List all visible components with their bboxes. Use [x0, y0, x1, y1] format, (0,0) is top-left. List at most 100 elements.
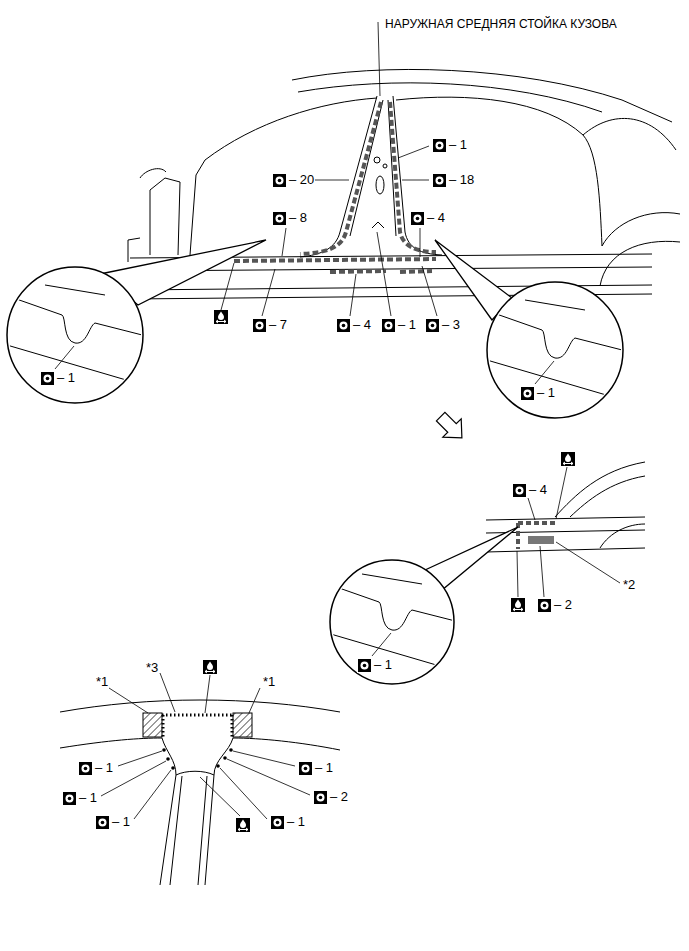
pillar-top-view: [60, 700, 340, 712]
detail-circle: [317, 630, 467, 674]
spot-weld: [171, 766, 175, 770]
note-mark-text: *3: [146, 660, 158, 676]
weld-band: [518, 521, 556, 525]
callout: – 4: [512, 482, 548, 498]
leader-line: [378, 22, 380, 96]
spot-weld-symbol: [99, 818, 107, 826]
callout: – 1: [270, 814, 306, 830]
weld-band: [400, 271, 432, 272]
detail-circle: [485, 310, 630, 358]
spot-weld-symbol: [44, 374, 52, 382]
brazing-symbol: [236, 818, 250, 832]
spot-weld-symbol: [258, 323, 262, 327]
rocker-rear-view: [570, 476, 645, 517]
callout: – 4: [410, 210, 446, 226]
spot-weld-symbol: [79, 762, 92, 775]
detail-circle: [480, 300, 630, 402]
spot-weld-symbol: [299, 762, 312, 775]
spot-weld-symbol: [433, 139, 446, 152]
spot-weld-symbol: [411, 212, 424, 225]
callout: – 1: [432, 137, 468, 153]
spot-weld-symbol: [273, 212, 286, 225]
callout-number: – 4: [427, 210, 445, 226]
note-mark: *2: [622, 577, 636, 593]
body-side-view: [383, 164, 387, 168]
spot-weld-symbol: [271, 816, 284, 829]
spot-weld-symbol: [543, 603, 547, 607]
callout: – 1: [298, 760, 334, 776]
detail-circle: [7, 267, 143, 403]
callout-number: – 3: [442, 317, 460, 333]
pillar-top-view: [198, 776, 207, 885]
note-mark: *1: [95, 674, 109, 690]
spot-weld-symbol: [387, 323, 391, 327]
callout-number: – 4: [529, 482, 547, 498]
spot-weld-symbol: [101, 820, 105, 824]
spot-weld-symbol: [429, 321, 437, 329]
spot-weld-symbol: [314, 791, 327, 804]
part-name-text: НАРУЖНАЯ СРЕДНЯЯ СТОЙКА КУЗОВА: [385, 16, 617, 32]
pillar-top-view: [233, 738, 340, 750]
spot-weld-symbol: [513, 484, 526, 497]
spot-weld-symbol: [358, 659, 371, 672]
weld-band: [330, 271, 386, 272]
callout-number: – 1: [537, 385, 555, 401]
brazing-symbol: [203, 660, 217, 674]
brazing-symbol: [511, 598, 525, 612]
spot-weld-symbol: [256, 321, 264, 329]
leader-line: [315, 180, 349, 181]
spot-weld-symbol: [411, 212, 424, 225]
detail-circle: [372, 633, 391, 656]
spot-weld-symbol: [433, 174, 446, 187]
leader-line: [249, 688, 260, 713]
note-mark-text: *1: [96, 674, 108, 690]
leader-line: [422, 266, 437, 316]
weld-seam: [162, 715, 165, 737]
spot-weld-symbol: [541, 601, 549, 609]
spot-weld-symbol: [518, 488, 522, 492]
spot-weld-symbol: [276, 820, 280, 824]
spot-weld-symbol: [79, 762, 92, 775]
body-side-view: [190, 160, 205, 255]
spot-weld-symbol: [63, 792, 76, 805]
detail-circle: [525, 300, 585, 310]
leader-line: [220, 768, 267, 819]
detail-circle: [317, 527, 518, 684]
spot-weld-symbol: [361, 661, 369, 669]
spot-weld-symbol: [302, 764, 310, 772]
weld-seam: [162, 715, 233, 737]
body-side-view: [372, 222, 384, 228]
spot-weld-symbol: [299, 762, 312, 775]
spot-weld-symbol: [416, 216, 420, 220]
spot-weld-symbol: [84, 766, 88, 770]
hatched-area: [143, 713, 162, 737]
spot-weld-symbol: [66, 794, 74, 802]
detail-circle: [0, 343, 150, 387]
spot-weld-symbol: [96, 816, 109, 829]
spot-weld-symbol: [271, 816, 284, 829]
spot-weld-symbol: [41, 372, 54, 385]
detail-circle: [535, 361, 554, 384]
leader-line: [262, 269, 275, 316]
spot-weld-symbol: [382, 319, 395, 332]
note-mark-text: *1: [263, 674, 275, 690]
leader-line: [556, 542, 620, 583]
spot-weld-symbol: [96, 816, 109, 829]
detail-circle: [435, 240, 512, 320]
part-name: НАРУЖНАЯ СРЕДНЯЯ СТОЙКА КУЗОВА: [384, 16, 618, 32]
spot-weld-symbol: [46, 376, 50, 380]
rocker-rear-view: [486, 517, 645, 520]
leader-line: [282, 228, 286, 256]
body-side-view: [292, 69, 672, 122]
body-side-view: [205, 98, 377, 160]
leader-line: [556, 467, 567, 519]
callout: – 1: [381, 317, 417, 333]
leader-line: [398, 146, 429, 158]
spot-weld-symbol: [436, 141, 444, 149]
spot-weld: [216, 764, 220, 768]
callout-number: – 2: [554, 597, 572, 613]
rocker-rear-view: [486, 462, 645, 552]
callout: – 7: [252, 317, 288, 333]
spot-weld-symbol: [340, 321, 348, 329]
